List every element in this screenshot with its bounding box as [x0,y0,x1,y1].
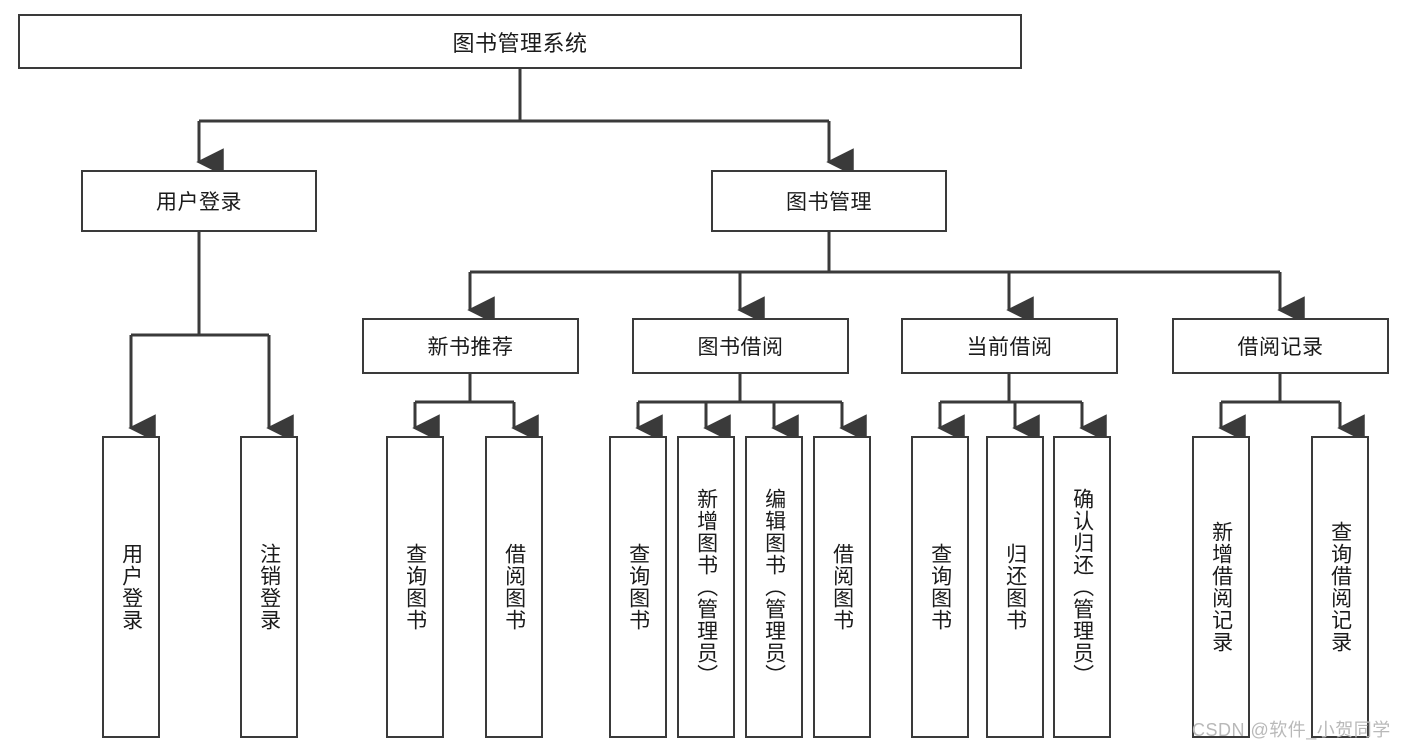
node-root[interactable]: 图书管理系统 [18,14,1022,69]
leaf-borrow-book-1-label: 借阅图书 [502,543,526,631]
leaf-query-book-3[interactable]: 查询图书 [911,436,969,738]
leaf-user-logout[interactable]: 注销登录 [240,436,298,738]
leaf-add-book-label: 新增图书（管理员） [694,488,718,686]
leaf-add-book[interactable]: 新增图书（管理员） [677,436,735,738]
leaf-return-book[interactable]: 归还图书 [986,436,1044,738]
leaf-add-record[interactable]: 新增借阅记录 [1192,436,1250,738]
leaf-query-record[interactable]: 查询借阅记录 [1311,436,1369,738]
node-current-borrow-label: 当前借阅 [966,336,1053,359]
leaf-user-logout-label: 注销登录 [257,543,281,631]
leaf-user-login[interactable]: 用户登录 [102,436,160,738]
leaf-edit-book-label: 编辑图书（管理员） [762,488,786,686]
csdn-watermark: CSDN @软件_小贺同学 [1192,720,1391,740]
node-book-borrow-label: 图书借阅 [697,336,784,359]
node-current-borrow[interactable]: 当前借阅 [901,318,1118,374]
leaf-query-book-2-label: 查询图书 [626,543,650,631]
leaf-query-book-1-label: 查询图书 [403,543,427,631]
leaf-query-book-3-label: 查询图书 [928,543,952,631]
node-borrow-records[interactable]: 借阅记录 [1172,318,1389,374]
leaf-query-record-label: 查询借阅记录 [1328,521,1352,653]
node-new-book-recommend-label: 新书推荐 [427,336,514,359]
node-borrow-records-label: 借阅记录 [1237,336,1324,359]
node-book-manage-label: 图书管理 [786,191,872,214]
node-root-label: 图书管理系统 [452,30,588,56]
leaf-query-book-1[interactable]: 查询图书 [386,436,444,738]
leaf-borrow-book-1[interactable]: 借阅图书 [485,436,543,738]
leaf-query-book-2[interactable]: 查询图书 [609,436,667,738]
node-user-login-label: 用户登录 [156,191,242,214]
node-new-book-recommend[interactable]: 新书推荐 [362,318,579,374]
leaf-return-book-label: 归还图书 [1003,543,1027,631]
leaf-edit-book[interactable]: 编辑图书（管理员） [745,436,803,738]
node-book-manage[interactable]: 图书管理 [711,170,947,232]
leaf-borrow-book-2[interactable]: 借阅图书 [813,436,871,738]
leaf-user-login-label: 用户登录 [119,543,143,631]
node-book-borrow[interactable]: 图书借阅 [632,318,849,374]
leaf-add-record-label: 新增借阅记录 [1209,521,1233,653]
leaf-confirm-return-label: 确认归还（管理员） [1070,488,1094,686]
leaf-confirm-return[interactable]: 确认归还（管理员） [1053,436,1111,738]
leaf-borrow-book-2-label: 借阅图书 [830,543,854,631]
node-user-login[interactable]: 用户登录 [81,170,317,232]
